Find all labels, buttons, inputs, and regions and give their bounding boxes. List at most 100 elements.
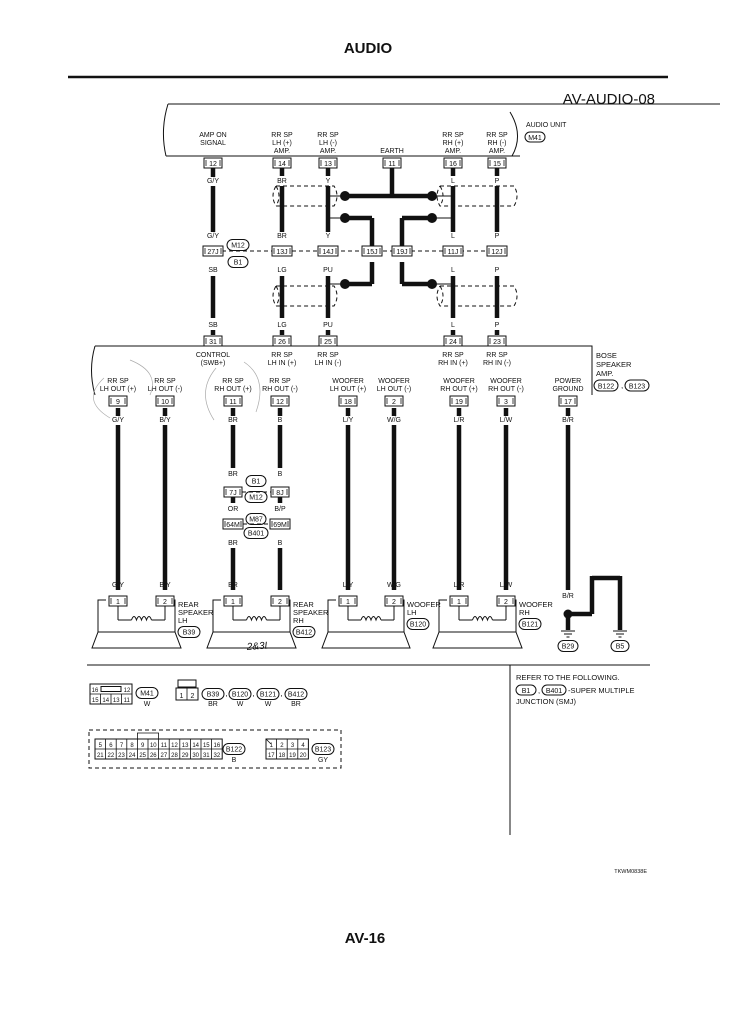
pin-number: 11 bbox=[229, 399, 236, 406]
label: 7 bbox=[120, 743, 124, 749]
label: RR SP bbox=[486, 352, 508, 359]
label: 15 bbox=[203, 743, 210, 749]
connector-pin: 17 bbox=[558, 395, 578, 407]
legend-connector-id: B122 bbox=[222, 743, 246, 755]
svg-text:REFER TO THE FOLLOWING.: REFER TO THE FOLLOWING. bbox=[516, 673, 620, 682]
pin-number: 23 bbox=[493, 339, 501, 346]
wire-color: B bbox=[278, 540, 283, 547]
connector-pin: 3 bbox=[496, 395, 516, 407]
wire-color: W/G bbox=[387, 582, 401, 589]
wire-color: L/R bbox=[454, 582, 465, 589]
label: AMP. bbox=[445, 148, 461, 155]
wire-color: P bbox=[495, 178, 500, 185]
label: LH IN (-) bbox=[315, 360, 342, 367]
label: RH IN (+) bbox=[438, 360, 468, 367]
connector-pin: 11J bbox=[442, 245, 464, 257]
wire-color: B/R bbox=[562, 593, 574, 600]
pin-number: 69M bbox=[273, 522, 287, 529]
label: 3 bbox=[291, 743, 295, 749]
pencil-marks bbox=[93, 359, 261, 421]
label: RR SP bbox=[271, 132, 293, 139]
connector-color: W bbox=[144, 701, 151, 708]
connector-pin: 26 bbox=[272, 335, 292, 347]
connector-label: B122 bbox=[226, 747, 242, 754]
amp-label: BOSE SPEAKER AMP. B122 , B123 bbox=[593, 351, 650, 392]
connector-pin: 15 bbox=[487, 157, 507, 169]
label: EARTH bbox=[380, 148, 404, 155]
pin-number: 9 bbox=[116, 399, 120, 406]
label: LH OUT (-) bbox=[377, 386, 411, 393]
connector-label: B401 bbox=[248, 531, 264, 538]
connector-pin: 2 bbox=[496, 595, 516, 607]
speaker-body bbox=[321, 599, 411, 649]
label: 19 bbox=[289, 753, 296, 759]
wire-color: SB bbox=[208, 322, 218, 329]
label: 6 bbox=[109, 743, 113, 749]
label: 26 bbox=[150, 753, 157, 759]
pin-number: 3 bbox=[504, 399, 508, 406]
connector-pin: 25 bbox=[318, 335, 338, 347]
svg-text:-SUPER MULTIPLE: -SUPER MULTIPLE bbox=[568, 686, 635, 695]
label: RR SP bbox=[442, 352, 464, 359]
connector-pin: 64M bbox=[222, 518, 244, 530]
connector-pin: 13 bbox=[318, 157, 338, 169]
speaker-label: REAR bbox=[293, 600, 314, 609]
connector-pin: 9 bbox=[108, 395, 128, 407]
label: 2 bbox=[280, 743, 284, 749]
connector-pin: 12J bbox=[486, 245, 508, 257]
connector-pin: 14 bbox=[272, 157, 292, 169]
connector-color: W bbox=[265, 701, 272, 708]
shield bbox=[272, 185, 338, 207]
legend-connector-id: B123 bbox=[311, 743, 335, 755]
label: RH OUT (-) bbox=[488, 386, 524, 393]
label: 13 bbox=[182, 743, 189, 749]
pin-number: 2 bbox=[392, 599, 396, 606]
connector-pin: 2 bbox=[155, 595, 175, 607]
ground-icon bbox=[561, 630, 575, 638]
speaker-label: WOOFER bbox=[519, 600, 553, 609]
diagram-id: AV-AUDIO-08 bbox=[563, 91, 655, 108]
wire-color: BR bbox=[277, 178, 287, 185]
label: 14 bbox=[102, 698, 109, 704]
label: CONTROL bbox=[196, 352, 230, 359]
pin-number: 18 bbox=[344, 399, 352, 406]
wire-color: LG bbox=[277, 267, 286, 274]
pin-number: 12J bbox=[491, 249, 502, 256]
svg-text:JUNCTION (SMJ): JUNCTION (SMJ) bbox=[516, 697, 576, 706]
pin-number: 1 bbox=[457, 599, 461, 606]
label: 11 bbox=[124, 698, 131, 704]
label: 12 bbox=[171, 743, 178, 749]
label: RH (+) bbox=[443, 140, 464, 147]
label: RH OUT (+) bbox=[214, 386, 251, 393]
connector-pin: 10 bbox=[155, 395, 175, 407]
label: 24 bbox=[129, 753, 136, 759]
label: 12 bbox=[124, 688, 131, 694]
connector-pin: 23 bbox=[487, 335, 507, 347]
label: RH OUT (-) bbox=[262, 386, 298, 393]
connector-pin: 2 bbox=[384, 595, 404, 607]
wire-color: Y bbox=[326, 233, 331, 240]
pin-number: 2 bbox=[278, 599, 282, 606]
label: RR SP bbox=[222, 378, 244, 385]
wire-color: P bbox=[495, 322, 500, 329]
wire-color: L bbox=[451, 178, 455, 185]
label: LH OUT (+) bbox=[330, 386, 366, 393]
label: RR SP bbox=[317, 132, 339, 139]
connector-pin: 19 bbox=[449, 395, 469, 407]
label: POWER bbox=[555, 378, 581, 385]
pin-number: 27J bbox=[207, 249, 218, 256]
label: 16 bbox=[214, 743, 221, 749]
pin-number: 12 bbox=[276, 399, 284, 406]
pin-number: 11J bbox=[448, 249, 459, 256]
connector-label: M87 bbox=[249, 517, 263, 524]
inline-connector-b1: B1 bbox=[245, 475, 267, 487]
legend-connector-id: B412 bbox=[284, 688, 308, 700]
wire-color: BR bbox=[228, 471, 238, 478]
